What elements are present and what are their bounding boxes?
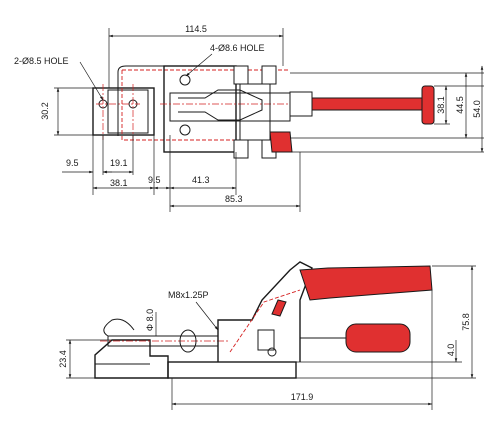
leader-spindle-holes — [185, 53, 213, 77]
label-thread: M8x1.25P — [168, 290, 209, 300]
dim-slot-length: 85.3 — [225, 194, 243, 204]
dim-overall-height: 54.0 — [472, 100, 482, 118]
dim-hole-spacing: 19.1 — [110, 158, 128, 168]
top-handle-bar — [311, 97, 423, 111]
top-pivot-a — [179, 74, 191, 86]
side-rod-nut — [179, 329, 197, 353]
top-nut-2 — [261, 65, 277, 85]
top-body — [163, 65, 237, 153]
side-upper-handle — [299, 265, 433, 301]
top-base-plate — [92, 87, 155, 136]
dim-base-length: 38.1 — [110, 178, 128, 188]
leader-mount-holes — [79, 61, 104, 101]
dim-rod-diameter: Φ 8.0 — [145, 309, 155, 331]
top-handle-grip — [421, 85, 435, 125]
top-nut-1 — [233, 65, 249, 85]
dim-handle-height: 38.1 — [436, 96, 446, 114]
label-spindle-holes: 4-Ø8.6 HOLE — [210, 43, 265, 53]
dim-side-base-height: 23.4 — [58, 350, 68, 368]
side-linkage-hidden — [229, 289, 301, 353]
dim-side-overall-length: 171.9 — [291, 392, 314, 402]
side-latch — [271, 299, 287, 317]
dim-hole-offset: 9.5 — [66, 158, 79, 168]
dim-base-height: 30.2 — [40, 102, 50, 120]
dim-overall-length: 114.5 — [185, 24, 207, 34]
dim-body-length: 41.3 — [192, 175, 210, 185]
top-base-inner — [107, 89, 149, 134]
top-linkage — [178, 89, 263, 121]
leader-thread — [195, 301, 219, 331]
dim-plate-thickness: 4.0 — [446, 344, 456, 357]
side-rod-end — [103, 318, 135, 337]
side-body — [217, 261, 313, 362]
top-latch — [269, 131, 293, 153]
top-body-slot — [169, 92, 291, 122]
side-view: M8x1.25P Φ 8.0 23.4 4.0 75.8 171.9 — [58, 261, 476, 410]
top-pivot-b — [179, 124, 191, 136]
top-view: 114.5 2-Ø8.5 HOLE 4-Ø8.6 HOLE 30.2 38.1 … — [14, 24, 484, 212]
side-latch-block — [257, 329, 275, 351]
label-mount-holes: 2-Ø8.5 HOLE — [14, 56, 69, 66]
dim-gap: 9.5 — [148, 175, 161, 185]
top-spindle-outline — [117, 65, 236, 136]
top-nut-block — [239, 83, 271, 141]
top-handle-hub — [289, 91, 313, 117]
side-lower-handle — [345, 323, 411, 353]
side-base-plate — [167, 361, 297, 379]
dim-body-height: 44.5 — [455, 96, 465, 114]
side-lower-pivot — [267, 347, 277, 357]
dim-side-overall-height: 75.8 — [461, 313, 471, 331]
